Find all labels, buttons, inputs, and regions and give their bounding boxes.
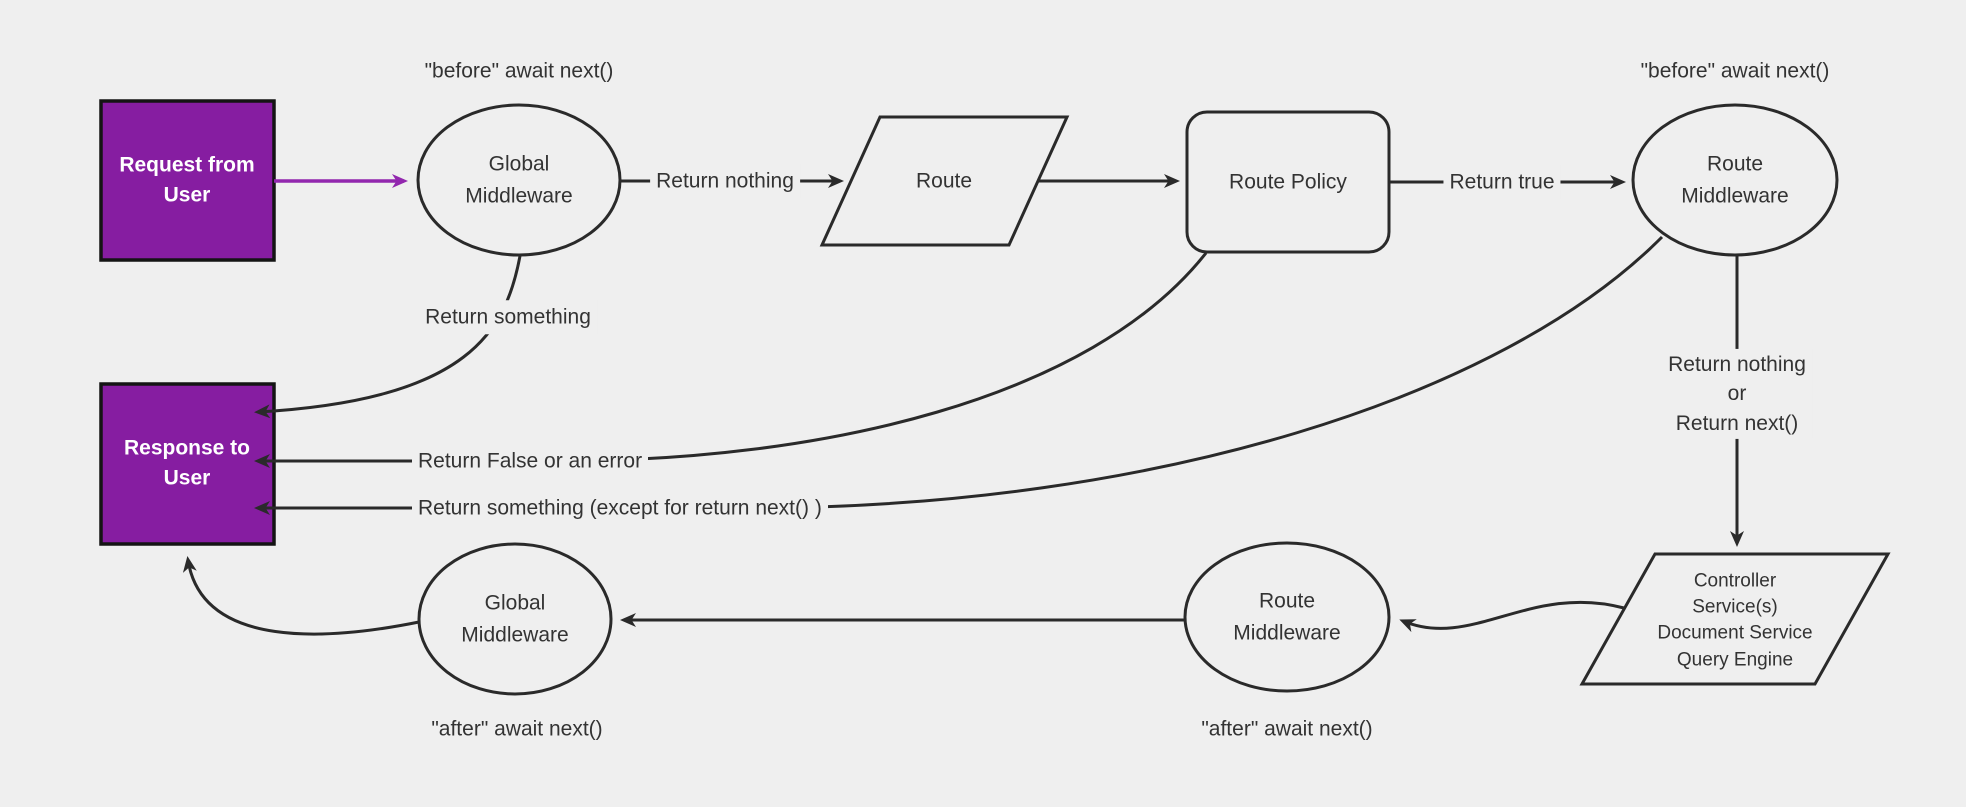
- global-middleware-top-label: Global Middleware: [465, 152, 573, 208]
- route-middleware-bottom-label: Route Middleware: [1233, 589, 1341, 645]
- controller-line-4: Query Engine: [1676, 649, 1794, 671]
- route-middleware-top-label: Route Middleware: [1681, 152, 1789, 208]
- response-box-shape: [99, 382, 276, 546]
- edge-global-middleware-return-something: [254, 255, 522, 419]
- return-nothing-or-next-line-3: Return next(): [1675, 411, 1799, 435]
- edge-label-return-true: Return true: [1443, 165, 1561, 199]
- annotation-after-global-middleware: "after" await next(): [431, 717, 603, 741]
- edge-label-return-something: Return something: [419, 300, 597, 334]
- route-middleware-bottom-shape: [1183, 541, 1391, 693]
- route-middleware-top-shape: [1631, 103, 1839, 257]
- edge-label-return-something-except: Return something (except for return next…: [412, 491, 828, 525]
- controller-line-1: Controller: [1693, 570, 1777, 592]
- annotation-before-global-middleware: "before" await next(): [424, 59, 614, 83]
- route-label: Route: [915, 169, 973, 193]
- response-box-label: Response to User: [123, 436, 251, 490]
- edge-label-return-false-or-error: Return False or an error: [412, 444, 649, 478]
- controller-line-2: Service(s): [1692, 596, 1778, 618]
- global-middleware-top-shape: [416, 103, 622, 257]
- controller-line-3: Document Service: [1657, 623, 1813, 644]
- annotation-before-route-middleware: "before" await next(): [1640, 59, 1830, 83]
- global-middleware-bottom-shape: [417, 542, 613, 696]
- route-policy-shape: [1185, 110, 1391, 254]
- controller-services-shape: [1579, 552, 1891, 686]
- annotation-after-route-middleware: "after" await next(): [1201, 717, 1373, 741]
- global-middleware-bottom-label: Global Middleware: [461, 591, 569, 647]
- route-policy-label: Route Policy: [1229, 170, 1347, 194]
- route-shape: [819, 115, 1070, 247]
- edge-route-middleware-return-something-except: [254, 235, 1664, 515]
- return-nothing-or-next-line-1: Return nothing: [1668, 352, 1806, 376]
- request-box-shape: [99, 99, 276, 262]
- edge-label-return-nothing: Return nothing: [650, 164, 800, 198]
- return-nothing-or-next-line-2: or: [1727, 382, 1747, 406]
- edge-global-middleware-bottom-to-response: [182, 556, 420, 636]
- request-box-label: Request from User: [119, 153, 255, 207]
- edge-controller-to-route-middleware-bottom: [1399, 600, 1625, 633]
- edge-label-return-nothing-or-next: Return nothing or Return next(): [1662, 348, 1812, 440]
- controller-services-label: Controller Service(s) Document Service Q…: [1615, 569, 1855, 674]
- edge-route-policy-return-false: [254, 252, 1208, 468]
